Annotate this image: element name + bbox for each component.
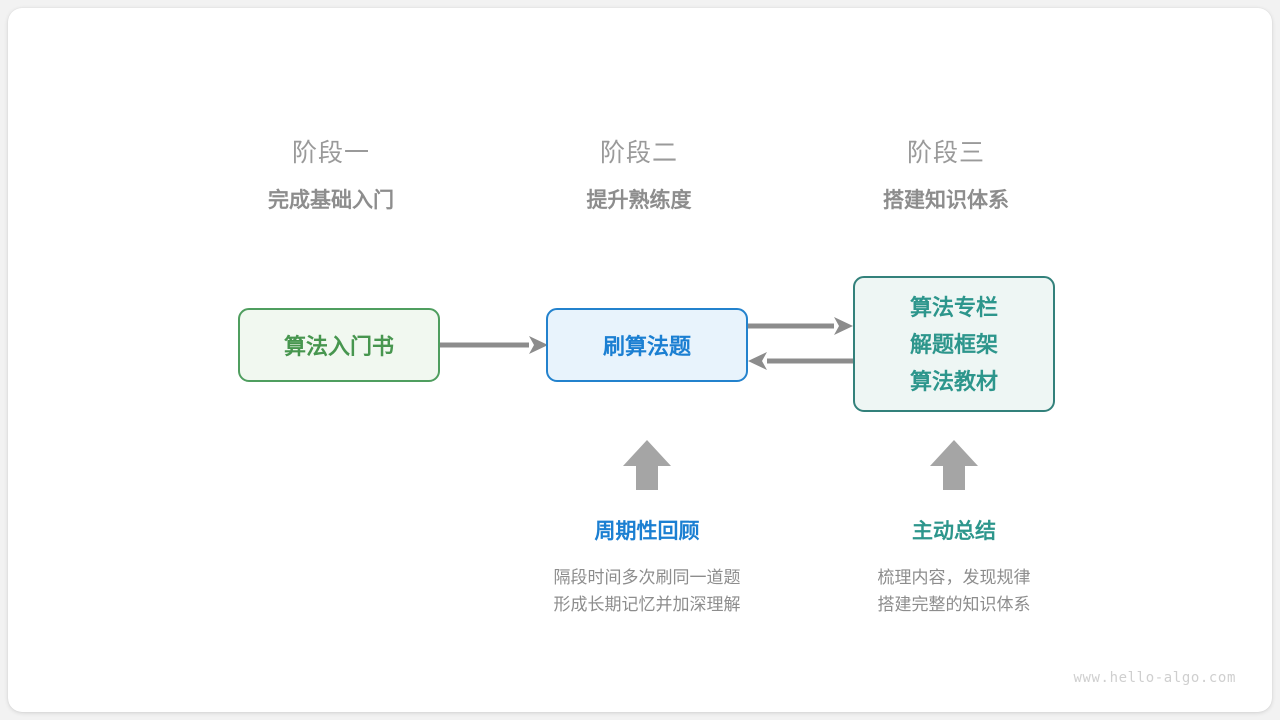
annotation-summary-desc-line-1: 梳理内容，发现规律	[877, 568, 1031, 587]
stage-2-title: 提升熟练度	[586, 189, 692, 212]
annotation-active-summary: 主动总结 梳理内容，发现规律 搭建完整的知识体系	[804, 518, 1104, 618]
annotation-review-title: 周期性回顾	[594, 520, 700, 543]
annotation-review-desc-line-1: 隔段时间多次刷同一道题	[553, 568, 741, 587]
connector-summary-up-arrow-icon	[930, 440, 978, 490]
connector-resources-to-practice	[748, 352, 853, 370]
node-learning-resources[interactable]: 算法专栏 解题框架 算法教材	[853, 276, 1055, 412]
annotation-periodic-review: 周期性回顾 隔段时间多次刷同一道题 形成长期记忆并加深理解	[497, 518, 797, 618]
node-practice-line-1: 刷算法题	[602, 334, 691, 359]
annotation-summary-title: 主动总结	[912, 520, 996, 543]
stage-3-title: 搭建知识体系	[883, 189, 1009, 212]
annotation-review-desc-line-2: 形成长期记忆并加深理解	[553, 595, 741, 614]
connector-review-up-arrow-icon	[623, 440, 671, 490]
node-practice-problems[interactable]: 刷算法题	[546, 308, 748, 382]
annotation-review-description: 隔段时间多次刷同一道题 形成长期记忆并加深理解	[497, 564, 797, 618]
node-resources-line-2: 解题框架	[909, 331, 998, 357]
node-resources-line-1: 算法专栏	[909, 294, 998, 320]
annotation-summary-desc-line-2: 搭建完整的知识体系	[877, 595, 1031, 614]
annotation-summary-description: 梳理内容，发现规律 搭建完整的知识体系	[804, 564, 1104, 618]
node-resources-line-3: 算法教材	[909, 368, 998, 394]
stage-1-number: 阶段一	[291, 139, 370, 167]
watermark: www.hello-algo.com	[1073, 670, 1236, 686]
stage-column-2: 阶段二 提升熟练度	[509, 136, 769, 216]
diagram-card: 阶段一 完成基础入门 阶段二 提升熟练度 阶段三 搭建知识体系	[8, 8, 1272, 712]
stage-column-1: 阶段一 完成基础入门	[201, 136, 461, 216]
node-book-line-1: 算法入门书	[283, 334, 394, 359]
connector-practice-to-resources	[748, 317, 853, 335]
stage-3-number: 阶段三	[906, 139, 985, 167]
stage-1-title: 完成基础入门	[268, 189, 394, 212]
stage-2-number: 阶段二	[599, 139, 678, 167]
connector-book-to-practice	[440, 336, 548, 354]
node-algorithm-intro-book[interactable]: 算法入门书	[238, 308, 440, 382]
stage-column-3: 阶段三 搭建知识体系	[816, 136, 1076, 216]
